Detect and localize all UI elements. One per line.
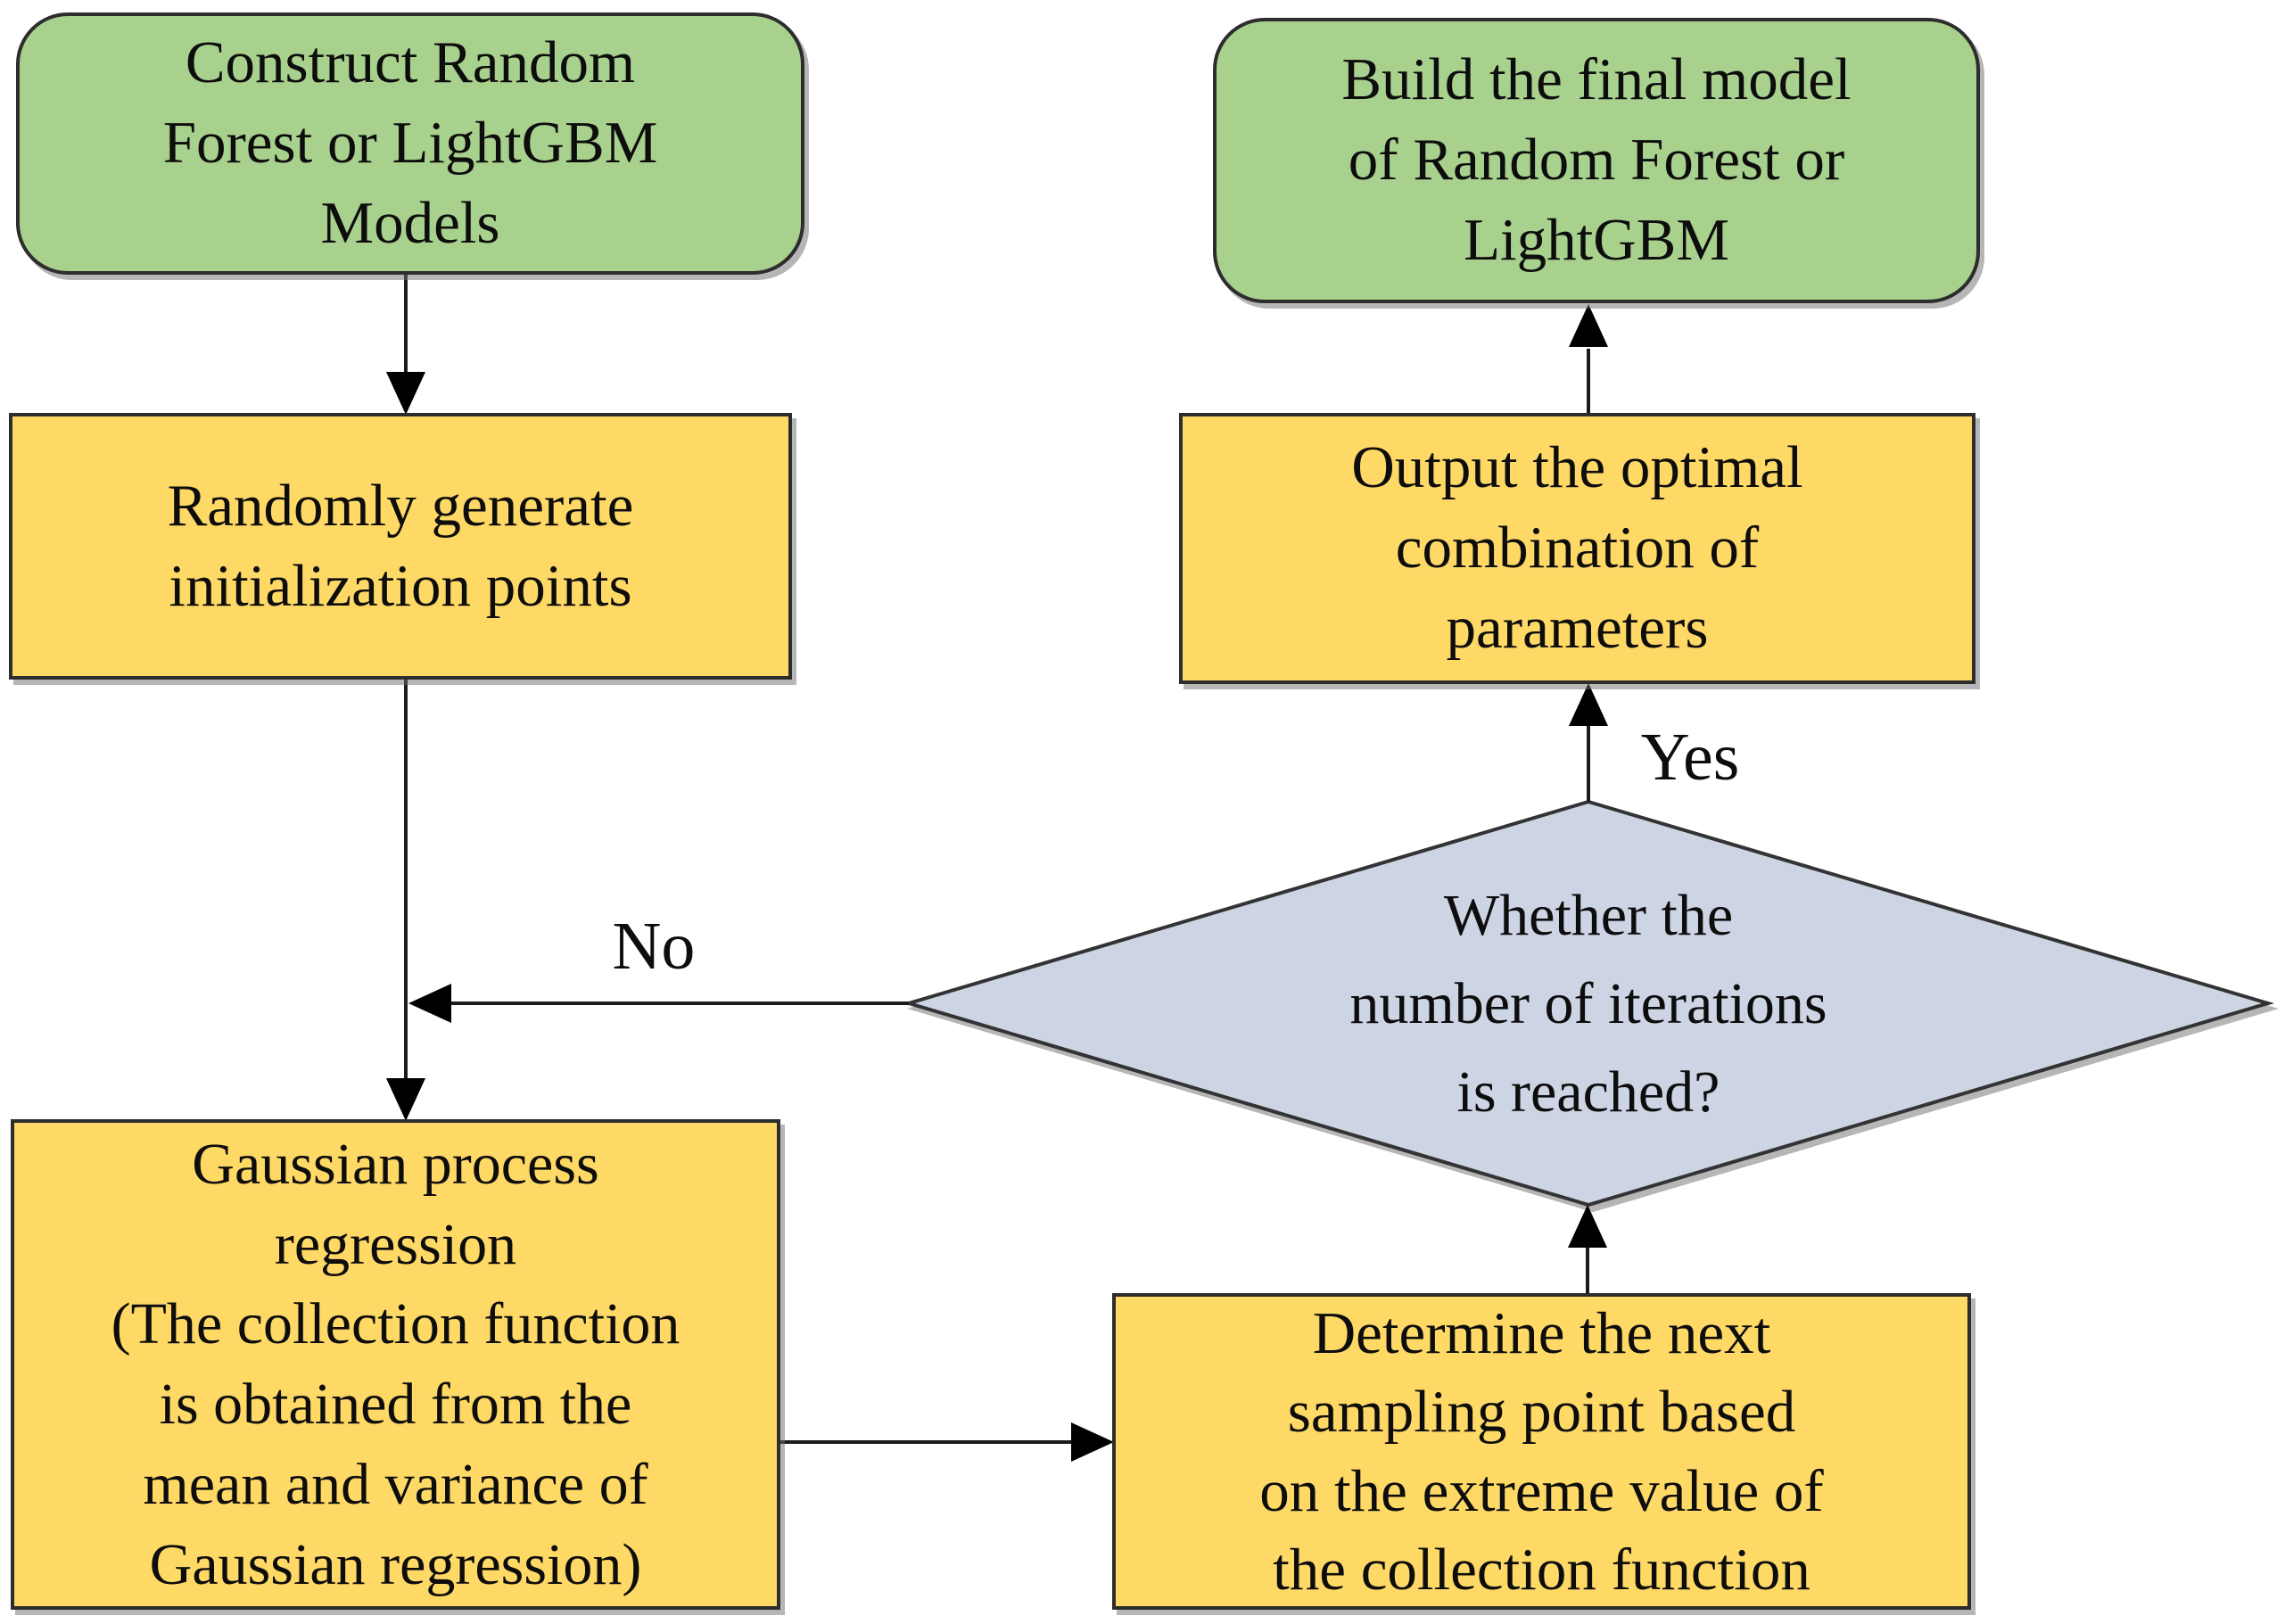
node-text-line: Randomly generate xyxy=(167,472,634,539)
node-text-line: (The collection function xyxy=(111,1291,680,1357)
node-text-line: is reached? xyxy=(1456,1059,1720,1125)
node-text-line: mean and variance of xyxy=(143,1451,648,1517)
node-text-line: Determine the next xyxy=(1312,1299,1771,1366)
node-text-line: on the extreme value of xyxy=(1259,1457,1824,1524)
node-text-line: Models xyxy=(320,189,500,256)
node-text-line: Gaussian process xyxy=(192,1131,599,1197)
node-text-line: is obtained from the xyxy=(159,1372,632,1437)
node-text-line: parameters xyxy=(1446,594,1709,661)
node-randomly-generate-points: Randomly generate initialization points xyxy=(9,413,792,680)
node-text-line: the collection function xyxy=(1273,1536,1810,1603)
arrow-random-to-gaussian-head xyxy=(386,1078,425,1121)
node-text-line: Forest or LightGBM xyxy=(162,110,658,177)
node-text-line: of Random Forest or xyxy=(1348,127,1845,194)
node-output-optimal-parameters: Output the optimal combination of parame… xyxy=(1179,413,1975,684)
node-text-line: number of iterations xyxy=(1349,970,1827,1036)
node-text-line: Whether the xyxy=(1443,882,1734,948)
node-gaussian-process-regression: Gaussian process regression (The collect… xyxy=(11,1119,780,1610)
arrow-gaussian-to-determine-head xyxy=(1071,1422,1114,1462)
node-text-line: initialization points xyxy=(169,552,632,619)
arrow-no-head xyxy=(408,984,451,1023)
node-text-line: LightGBM xyxy=(1464,206,1729,273)
node-build-final-model: Build the final model of Random Forest o… xyxy=(1213,18,1980,303)
arrow-output-to-build-head xyxy=(1569,304,1608,347)
node-text-line: regression xyxy=(274,1211,517,1277)
node-text-line: sampling point based xyxy=(1287,1379,1796,1446)
node-construct-models: Construct Random Forest or LightGBM Mode… xyxy=(16,12,804,275)
edge-label-no: No xyxy=(612,909,696,984)
decision-iterations-reached: Whether the number of iterations is reac… xyxy=(1142,870,2034,1137)
node-text-line: Build the final model xyxy=(1341,46,1852,113)
arrow-construct-to-random-head xyxy=(386,372,425,415)
node-text-line: combination of xyxy=(1395,515,1760,581)
node-determine-next-sampling-point: Determine the next sampling point based … xyxy=(1112,1293,1971,1610)
node-text-line: Gaussian regression) xyxy=(149,1531,642,1597)
arrow-determine-to-decision-head xyxy=(1568,1205,1607,1248)
node-text-line: Construct Random xyxy=(185,29,636,96)
edge-label-yes: Yes xyxy=(1640,720,1740,795)
node-text-line: Output the optimal xyxy=(1351,434,1803,501)
